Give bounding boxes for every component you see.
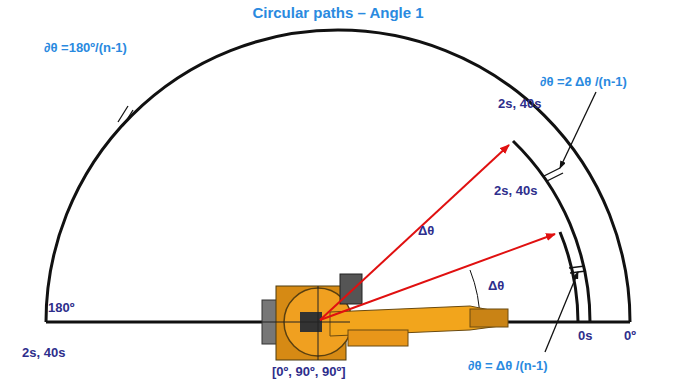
angle-label: 0º [624, 328, 636, 343]
step-formula: ∂θ = Δθ /(n-1) [468, 358, 548, 373]
joint-config: [0º, 90º, 90º] [272, 364, 346, 379]
leader-arrow [545, 272, 578, 352]
time-label: 2s, 40s [22, 345, 65, 360]
step-formula: ∂θ =180º/(n-1) [44, 40, 127, 55]
robot-illustration [262, 274, 508, 360]
outer-arc [46, 30, 630, 322]
time-label: 0s [578, 328, 592, 343]
time-label: 2s, 40s [498, 96, 541, 111]
angle-label: Δθ [418, 223, 434, 238]
base-line [508, 321, 630, 324]
leader-arrow [560, 92, 596, 168]
time-label: 2s, 40s [494, 183, 537, 198]
angle-label: Δθ [488, 278, 504, 293]
angle-label: 180º [48, 300, 74, 315]
diagram-title: Circular paths – Angle 1 [252, 4, 423, 21]
base-line [46, 321, 268, 324]
middle-arc [513, 141, 590, 322]
radius-arrow [320, 145, 509, 320]
radius-arrow [320, 234, 555, 320]
step-formula: ∂θ =2 Δθ /(n-1) [540, 74, 627, 89]
